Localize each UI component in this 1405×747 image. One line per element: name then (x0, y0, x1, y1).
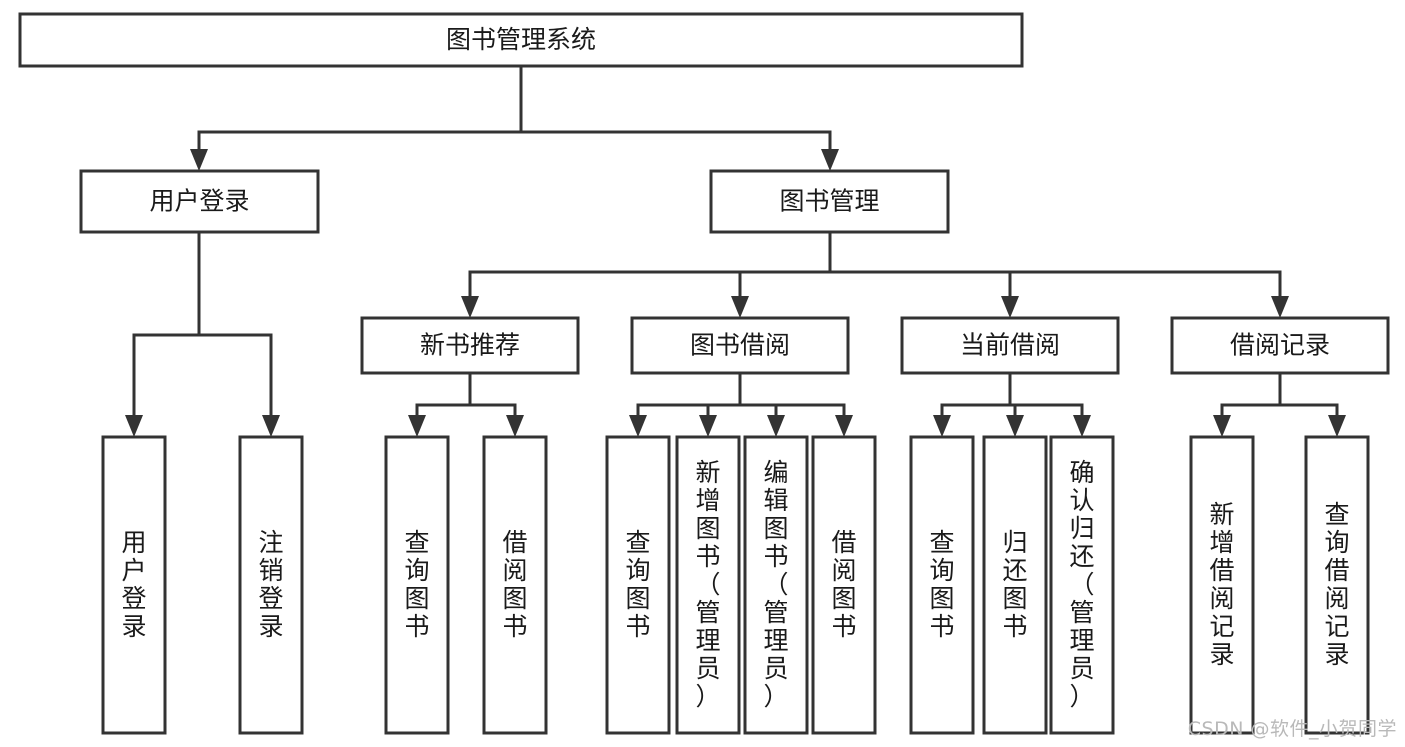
node-leaf-add-book-box[interactable] (675, 435, 741, 735)
nodes-layer: 图书管理系统用户登录图书管理新书推荐图书借阅当前借阅借阅记录用户登录注销登录查询… (18, 12, 1390, 735)
arrow-head-icon-leaf-1-0 (629, 415, 647, 437)
arrow-head-icon-leaf-1-3 (835, 415, 853, 437)
arrow-head-icon-login-leaf-1 (262, 415, 280, 437)
node-root-图书管理系统[interactable]: 图书管理系统 (18, 12, 1024, 68)
node-leaf-query-book-1-label: 查询图书 (404, 528, 429, 641)
arrow-head-icon-leaf-0-1 (506, 415, 524, 437)
arrow-head-icon-level3-1 (731, 296, 749, 318)
node-current-borrow-box[interactable] (900, 316, 1120, 375)
node-user-login-box[interactable] (79, 169, 320, 234)
arrow-head-icon-leaf-0-0 (408, 415, 426, 437)
node-leaf-confirm-return[interactable]: 确认归还（管理员） (1049, 435, 1115, 735)
node-leaf-borrow-book-2-box[interactable] (811, 435, 877, 735)
node-user-login[interactable]: 用户登录 (79, 169, 320, 234)
node-leaf-confirm-return-label: 确认归还（管理员） (1069, 458, 1094, 711)
node-leaf-query-record-label: 查询借阅记录 (1324, 500, 1349, 669)
arrow-head-icon-leaf-2-0 (933, 415, 951, 437)
node-leaf-query-book-2[interactable]: 查询图书 (605, 435, 671, 735)
node-borrow-record[interactable]: 借阅记录 (1170, 316, 1390, 375)
node-root-图书管理系统-label: 图书管理系统 (446, 25, 596, 54)
node-leaf-query-book-1[interactable]: 查询图书 (384, 435, 450, 735)
node-book-borrow-box[interactable] (630, 316, 850, 375)
node-leaf-query-book-2-box[interactable] (605, 435, 671, 735)
node-leaf-query-record[interactable]: 查询借阅记录 (1304, 435, 1370, 735)
arrow-head-icon-leaf-3-0 (1213, 415, 1231, 437)
arrow-head-icon-login-leaf-0 (125, 415, 143, 437)
node-leaf-borrow-book-2-label: 借阅图书 (831, 528, 856, 641)
arrow-head-icon-leaf-2-2 (1073, 415, 1091, 437)
node-leaf-add-record-box[interactable] (1189, 435, 1255, 735)
node-new-book-recommend[interactable]: 新书推荐 (360, 316, 580, 375)
node-leaf-edit-book-label: 编辑图书（管理员） (763, 458, 788, 711)
node-current-borrow[interactable]: 当前借阅 (900, 316, 1120, 375)
node-book-management[interactable]: 图书管理 (709, 169, 950, 234)
node-new-book-recommend-box[interactable] (360, 316, 580, 375)
node-leaf-confirm-return-box[interactable] (1049, 435, 1115, 735)
node-book-borrow[interactable]: 图书借阅 (630, 316, 850, 375)
node-leaf-add-record[interactable]: 新增借阅记录 (1189, 435, 1255, 735)
node-leaf-return-book-box[interactable] (982, 435, 1048, 735)
node-leaf-query-book-3-label: 查询图书 (929, 528, 954, 641)
arrow-head-icon-leaf-3-1 (1328, 415, 1346, 437)
node-leaf-borrow-book-1-label: 借阅图书 (502, 528, 527, 641)
node-leaf-user-logout-box[interactable] (238, 435, 304, 735)
node-book-borrow-label: 图书借阅 (690, 331, 790, 360)
node-book-management-box[interactable] (709, 169, 950, 234)
arrow-head-icon-level2-1 (821, 149, 839, 171)
node-leaf-add-record-label: 新增借阅记录 (1209, 500, 1234, 669)
arrow-head-icon-leaf-2-1 (1006, 415, 1024, 437)
node-leaf-borrow-book-1[interactable]: 借阅图书 (482, 435, 548, 735)
node-borrow-record-label: 借阅记录 (1230, 331, 1330, 360)
arrow-head-icon-level2-0 (190, 149, 208, 171)
node-leaf-query-record-box[interactable] (1304, 435, 1370, 735)
node-leaf-edit-book[interactable]: 编辑图书（管理员） (743, 435, 809, 735)
node-book-management-label: 图书管理 (779, 187, 879, 216)
node-leaf-user-logout[interactable]: 注销登录 (238, 435, 304, 735)
node-leaf-add-book[interactable]: 新增图书（管理员） (675, 435, 741, 735)
arrow-head-icon-level3-3 (1271, 296, 1289, 318)
node-leaf-user-login-box[interactable] (101, 435, 167, 735)
node-leaf-user-login-label: 用户登录 (121, 528, 146, 641)
node-borrow-record-box[interactable] (1170, 316, 1390, 375)
arrow-head-icon-level3-0 (461, 296, 479, 318)
node-current-borrow-label: 当前借阅 (960, 331, 1060, 360)
node-leaf-edit-book-box[interactable] (743, 435, 809, 735)
node-leaf-user-login[interactable]: 用户登录 (101, 435, 167, 735)
node-leaf-borrow-book-1-box[interactable] (482, 435, 548, 735)
node-leaf-return-book-label: 归还图书 (1002, 528, 1027, 641)
node-leaf-user-logout-label: 注销登录 (258, 528, 283, 641)
connectors-layer (125, 64, 1346, 437)
node-root-图书管理系统-box[interactable] (18, 12, 1024, 68)
node-leaf-query-book-2-label: 查询图书 (625, 528, 650, 641)
node-new-book-recommend-label: 新书推荐 (420, 331, 520, 360)
node-leaf-query-book-3[interactable]: 查询图书 (909, 435, 975, 735)
node-user-login-label: 用户登录 (149, 187, 249, 216)
node-leaf-return-book[interactable]: 归还图书 (982, 435, 1048, 735)
arrow-head-icon-leaf-1-2 (767, 415, 785, 437)
node-leaf-query-book-1-box[interactable] (384, 435, 450, 735)
arrow-head-icon-leaf-1-1 (699, 415, 717, 437)
watermark-text: CSDN @软件_小贺同学 (1187, 718, 1397, 740)
node-leaf-add-book-label: 新增图书（管理员） (695, 458, 720, 711)
arrow-head-icon-level3-2 (1001, 296, 1019, 318)
node-leaf-query-book-3-box[interactable] (909, 435, 975, 735)
node-leaf-borrow-book-2[interactable]: 借阅图书 (811, 435, 877, 735)
